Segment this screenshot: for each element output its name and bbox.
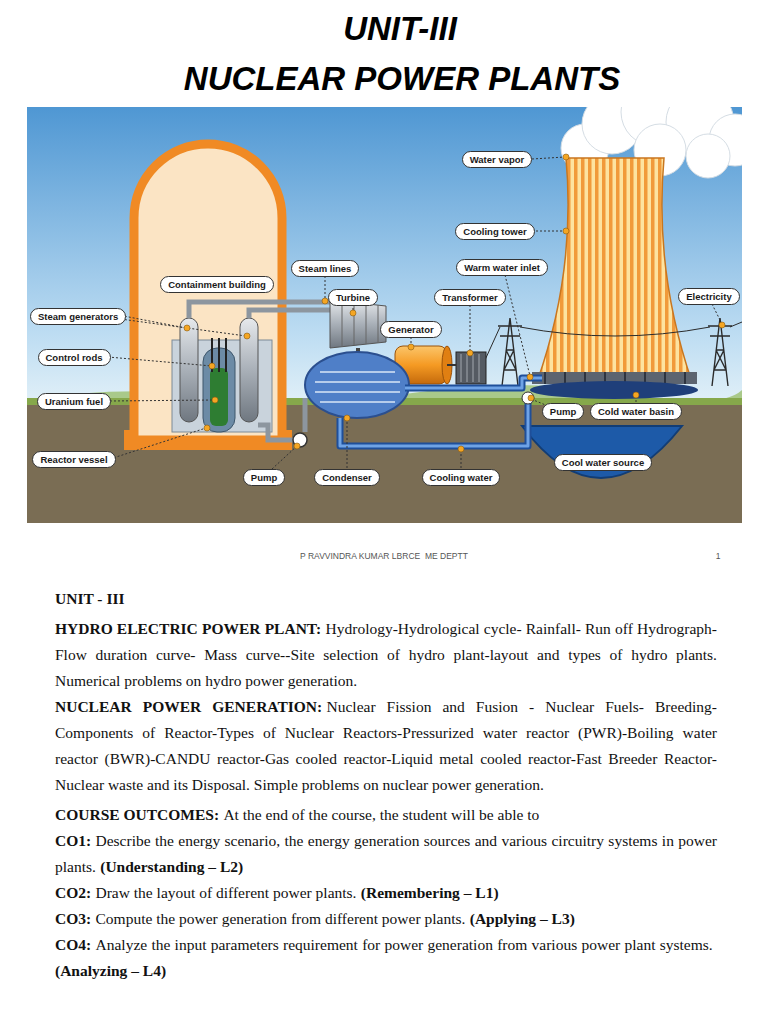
callout-label: Reactor vessel [40,454,107,465]
callout-label: Cold water basin [598,406,674,417]
callout-box: Control rods [38,349,111,366]
callout-label: Pump [550,406,576,417]
syllabus-text: UNIT - III HYDRO ELECTRIC POWER PLANT:Hyd… [55,586,717,984]
callout-box: Turbine [328,289,378,306]
bold-heading: (Applying – L3) [470,910,575,927]
callout-label: Cooling water [430,472,493,483]
callout-box: Containment building [160,276,274,293]
footer-text: P RAVVINDRA KUMAR LBRCE ME DEPTT [300,551,468,561]
bold-heading: CO4: [55,936,91,953]
body-text: At the end of the course, the student wi… [223,806,539,823]
bold-heading: (Remembering – L1) [361,884,499,901]
paragraph: CO4: Analyze the input parameters require… [55,932,717,984]
callout-box: Pump [542,403,584,420]
bold-heading: UNIT - III [55,590,125,607]
callout-box: Generator [380,321,441,338]
callout-box: Pump [243,469,285,486]
bold-heading: (Understanding – L2) [100,858,243,875]
callout-label: Pump [251,472,277,483]
callout-label: Containment building [168,279,266,290]
bold-heading: NUCLEAR POWER GENERATION: [55,698,322,715]
bold-heading: (Analyzing – L4) [55,962,166,979]
callout-label: Transformer [442,292,497,303]
callout-label: Cooling tower [463,226,526,237]
callout-box: Uranium fuel [37,393,111,410]
callout-box: Warm water inlet [456,259,548,276]
callout-box: Reactor vessel [32,451,115,468]
bold-heading: CO2: [55,884,91,901]
callout-label: Uranium fuel [45,396,103,407]
callout-label: Electricity [686,291,731,302]
bold-heading: COURSE OUTCOMES: [55,806,219,823]
callout-label: Cool water source [562,457,644,468]
callout-box: Condenser [314,469,380,486]
unit-heading: UNIT-III [343,10,457,48]
callout-label: Warm water inlet [464,262,540,273]
paragraph: CO1:Describe the energy scenario, the en… [55,828,717,880]
paragraph: COURSE OUTCOMES:At the end of the course… [55,802,717,828]
callout-box: Steam lines [291,260,360,277]
page-title: NUCLEAR POWER PLANTS [184,60,620,98]
paragraph: CO3: Compute the power generation from di… [55,906,717,932]
callout-label: Condenser [322,472,372,483]
callout-box: Electricity [678,288,739,305]
callout-box: Cooling water [422,469,501,486]
paragraph: UNIT - III [55,586,717,612]
body-text: Analyze the input parameters requirement… [96,936,713,953]
callout-box: Water vapor [462,151,533,168]
callout-box: Cold water basin [590,403,682,420]
bold-heading: CO1: [55,832,91,849]
bold-heading: CO3: [55,910,91,927]
callout-box: Cooling tower [455,223,534,240]
callout-box: Steam generators [30,308,126,325]
paragraph: CO2: Draw the layout of different power p… [55,880,717,906]
callout-label: Steam lines [299,263,352,274]
page-number: 1 [716,551,721,561]
body-text: Compute the power generation from differ… [96,910,466,927]
paragraph: NUCLEAR POWER GENERATION:Nuclear Fission… [55,694,717,798]
callout-label: Control rods [46,352,103,363]
callout-label: Generator [388,324,433,335]
callout-label: Water vapor [470,154,525,165]
callout-box: Transformer [434,289,505,306]
callout-label: Steam generators [38,311,118,322]
callout-label: Turbine [336,292,370,303]
body-text: Draw the layout of different power plant… [96,884,357,901]
paragraph: HYDRO ELECTRIC POWER PLANT:Hydrology-Hyd… [55,616,717,694]
bold-heading: HYDRO ELECTRIC POWER PLANT: [55,620,321,637]
callout-box: Cool water source [554,454,652,471]
